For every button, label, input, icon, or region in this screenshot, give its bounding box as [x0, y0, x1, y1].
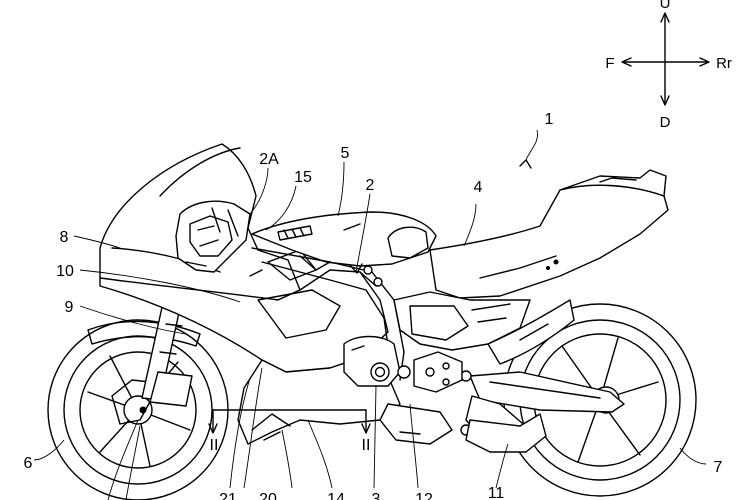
label-7: 7: [714, 459, 723, 476]
label-12: 12: [415, 491, 433, 500]
label-11: 11: [488, 485, 505, 500]
front-wheel: [47, 319, 229, 500]
label-2: 2: [366, 177, 375, 194]
direction-indicator: U D F Rr: [605, 0, 732, 131]
direction-rear-label: Rr: [716, 55, 732, 72]
engine-area: [343, 291, 531, 387]
label-4: 4: [474, 179, 483, 196]
label-1: 1: [545, 111, 554, 128]
rear-fender: [465, 413, 547, 453]
side-cowl: [99, 269, 389, 373]
label-3: 3: [372, 491, 381, 500]
direction-front-label: F: [605, 55, 614, 72]
label-5: 5: [341, 145, 350, 162]
label-15: 15: [294, 169, 312, 186]
rear-cowl: [429, 169, 669, 299]
section-label-right: II: [362, 437, 371, 454]
front-fender: [87, 320, 201, 347]
section-label-left: II: [210, 437, 219, 454]
label-21: 21: [219, 491, 237, 500]
cutaway-detail-2a: [175, 200, 251, 273]
label-10: 10: [56, 263, 74, 280]
leader-lines: [33, 129, 707, 500]
footrest-bracket: [413, 351, 463, 393]
section-line: II II: [208, 409, 371, 454]
direction-down-label: D: [660, 114, 671, 131]
frame: [251, 247, 405, 381]
reference-numerals: 1 2 2A 4 5 15 8 10 9 6 7 11 21 20 14 3 1…: [24, 111, 723, 500]
label-8: 8: [60, 229, 69, 246]
label-6: 6: [24, 455, 33, 472]
label-14: 14: [327, 491, 345, 500]
label-9: 9: [65, 299, 74, 316]
label-2a: 2A: [259, 151, 279, 168]
label-20: 20: [259, 491, 277, 500]
direction-up-label: U: [660, 0, 671, 12]
exhaust: [487, 299, 575, 365]
fuel-tank: [251, 211, 437, 267]
